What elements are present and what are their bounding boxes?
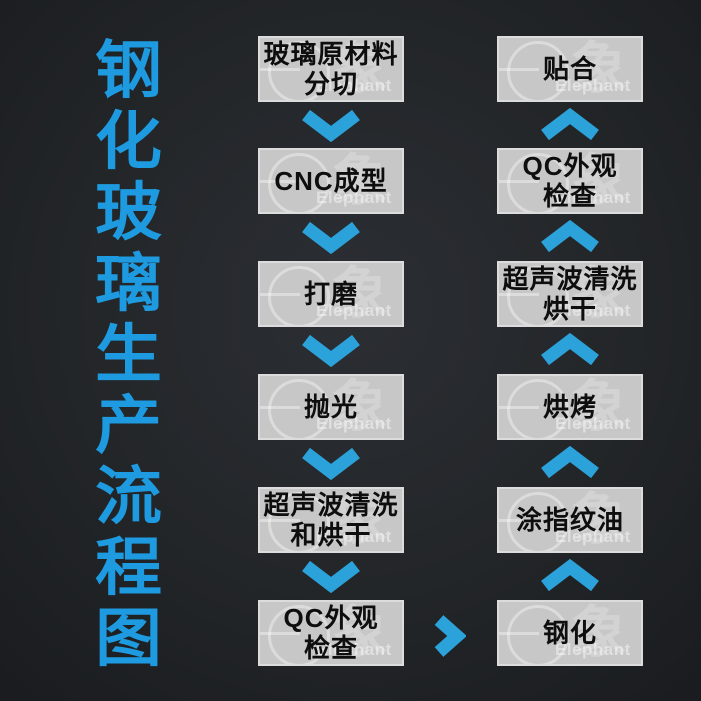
flow-step-label-line: 分切 <box>303 69 358 99</box>
title-char: 图 <box>94 604 162 674</box>
arrow-right-icon <box>434 615 466 657</box>
flow-step-label-line: 检查 <box>303 633 358 663</box>
arrow-up-icon <box>541 332 599 366</box>
title-char: 玻 <box>94 178 162 248</box>
title-char: 化 <box>94 107 162 177</box>
flow-step-label: 打磨 <box>260 263 402 325</box>
page-title: 钢 化 玻 璃 生 产 流 程 图 <box>84 36 172 675</box>
flow-step-label: 钢化 <box>499 602 641 664</box>
title-char: 产 <box>94 391 162 461</box>
flow-step-label: 玻璃原材料 分切 <box>260 38 402 100</box>
flow-step-label: QC外观 检查 <box>499 150 641 212</box>
arrow-up-icon <box>541 558 599 592</box>
arrow-up-icon <box>541 219 599 253</box>
flow-step-label: 烘烤 <box>499 376 641 438</box>
arrow-down-icon <box>302 334 360 368</box>
flow-step-label-line: 贴合 <box>542 54 597 84</box>
flow-step-label-line: 超声波清洗 <box>502 264 638 294</box>
flow-step-label: 抛光 <box>260 376 402 438</box>
flow-step-label: QC外观 检查 <box>260 602 402 664</box>
flow-step-label-line: 超声波清洗 <box>263 490 399 520</box>
flow-step-label-line: 玻璃原材料 <box>263 39 399 69</box>
title-char: 生 <box>94 320 162 390</box>
flow-step-label-line: QC外观 <box>522 151 618 181</box>
flow-step-label-line: 烘烤 <box>542 392 597 422</box>
flow-step-label: CNC成型 <box>260 150 402 212</box>
title-char: 程 <box>94 533 162 603</box>
flow-step-label: 超声波清洗 和烘干 <box>260 489 402 551</box>
flow-step-label: 涂指纹油 <box>499 489 641 551</box>
flow-step-label-line: 打磨 <box>303 279 358 309</box>
arrow-down-icon <box>302 560 360 594</box>
flow-step-label-line: 和烘干 <box>290 520 372 550</box>
arrow-up-icon <box>541 107 599 141</box>
flow-step-label-line: 涂指纹油 <box>515 505 624 535</box>
flow-step-label: 贴合 <box>499 38 641 100</box>
flow-step-label-line: CNC成型 <box>274 166 388 196</box>
flow-step-label-line: 烘干 <box>542 294 597 324</box>
flow-step-label-line: QC外观 <box>283 603 379 633</box>
arrow-down-icon <box>302 109 360 143</box>
arrow-down-icon <box>302 221 360 255</box>
title-char: 钢 <box>94 36 162 106</box>
flow-step-label: 超声波清洗 烘干 <box>499 263 641 325</box>
flow-step-label-line: 检查 <box>542 181 597 211</box>
flow-step-label-line: 抛光 <box>303 392 358 422</box>
title-char: 流 <box>94 462 162 532</box>
arrow-up-icon <box>541 445 599 479</box>
title-char: 璃 <box>94 249 162 319</box>
arrow-down-icon <box>302 447 360 481</box>
flow-step-label-line: 钢化 <box>542 618 597 648</box>
